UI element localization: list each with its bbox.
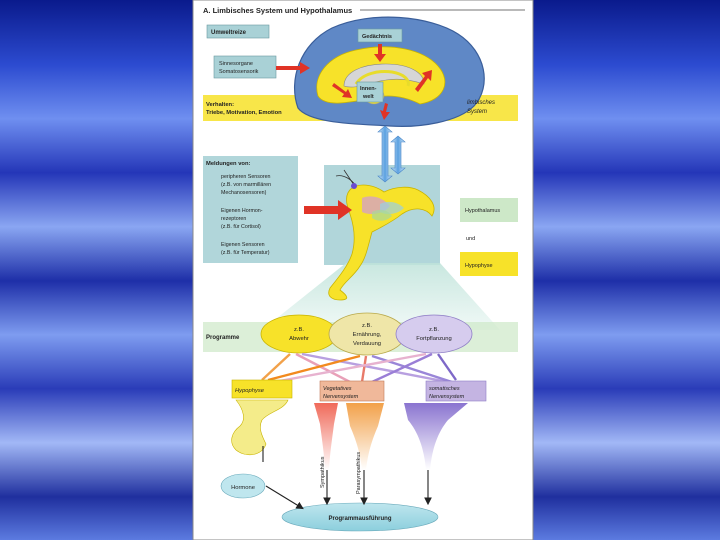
- vegetatives-line1: Vegetatives: [323, 386, 352, 392]
- programme-connectors: [261, 352, 457, 384]
- innenwelt-box: [356, 81, 384, 103]
- programme-label: Programme: [206, 335, 240, 341]
- prog3-line2: Fortpflanzung: [416, 336, 451, 342]
- meldungen-2-line1: Eigenen Hormon-: [221, 208, 263, 214]
- hypophyse-label-box: [460, 252, 518, 276]
- hormone-ellipse: [220, 473, 266, 499]
- execution-arrows: [262, 446, 432, 510]
- gedaechtnis-label: Gedächtnis: [362, 34, 392, 40]
- limbisches-line2: System: [467, 109, 487, 115]
- meldungen-1-line2: (z.B. von marmillären: [221, 182, 271, 188]
- gedaechtnis-box: [357, 28, 403, 43]
- programmausfuehrung-ellipse: [281, 502, 439, 532]
- hypothalamus-label-box: [460, 198, 518, 222]
- somatisches-line2: Nervensystem: [429, 394, 465, 400]
- hypophyse-label-right: Hypophyse: [465, 263, 493, 269]
- brain-illustration: [294, 16, 485, 127]
- prog2-line1: z.B.: [362, 323, 372, 329]
- somatisches-box: [425, 380, 487, 402]
- prog3-line1: z.B.: [429, 327, 439, 333]
- brain-arrows: [276, 44, 432, 120]
- umweltreize-label: Umweltreize: [211, 30, 247, 36]
- programme-fortpflanzung: [395, 314, 473, 354]
- hypothalamus-pituitary-illustration: [328, 169, 435, 301]
- meldungen-title: Meldungen von:: [206, 161, 251, 167]
- meldungen-panel: [203, 156, 298, 263]
- meldungen-2-line3: (z.B. für Cortisol): [221, 224, 261, 230]
- sympathikus-neuron: [314, 403, 338, 470]
- meldungen-1-line1: peripheren Sensoren: [221, 174, 271, 180]
- parasympathikus-neuron: [346, 403, 384, 470]
- parasympathikus-label: Parasympathikus: [356, 452, 362, 494]
- hypophyse-box: [231, 379, 293, 399]
- meldungen-arrow: [304, 200, 352, 220]
- und-label: und: [466, 236, 475, 242]
- programmausfuehrung-label: Programmausführung: [328, 516, 391, 522]
- meldungen-3-line1: Eigenen Sensoren: [221, 242, 265, 248]
- prog1-line1: z.B.: [294, 327, 304, 333]
- innenwelt-line2: welt: [362, 94, 374, 100]
- verhalten-line1: Verhalten:: [206, 102, 234, 108]
- vegetatives-line2: Nervensystem: [323, 394, 359, 400]
- hypothalamus-label: Hypothalamus: [465, 208, 500, 214]
- projection-cone: [262, 263, 500, 330]
- meldungen-1-line3: Mechanosensoren): [221, 190, 267, 196]
- programme-abwehr: [260, 314, 338, 354]
- verhalten-line2: Triebe, Motivation, Emotion: [206, 110, 282, 116]
- somatisches-line1: somatisches: [429, 386, 460, 392]
- pituitary-shape: [231, 399, 289, 456]
- somatisches-neuron: [404, 403, 468, 470]
- meldungen-3-line2: (z.B. für Temperatur): [221, 250, 270, 256]
- prog1-line2: Abwehr: [289, 336, 309, 342]
- limbisches-line1: limbisches: [467, 100, 495, 106]
- sinnesorgane-line2: Somatosensorik: [219, 69, 259, 75]
- double-arrow-limbic-hypothalamus: [377, 125, 406, 183]
- meldungen-2-line2: rezeptoren: [221, 216, 246, 222]
- hormone-label: Hormone: [231, 485, 255, 491]
- figure-title: A. Limbisches System und Hypothalamus: [203, 6, 352, 15]
- sinnesorgane-line1: Sinnesorgane: [219, 61, 253, 67]
- sympathikus-label: Sympathikus: [320, 456, 326, 488]
- prog2-line3: Verdauung: [353, 341, 381, 347]
- innenwelt-line1: Innen-: [360, 86, 377, 92]
- prog2-line2: Ernährung,: [353, 332, 382, 338]
- hypophyse-box-label: Hypophyse: [235, 388, 265, 394]
- umweltreize-box: [206, 24, 270, 39]
- vegetatives-box: [319, 380, 385, 402]
